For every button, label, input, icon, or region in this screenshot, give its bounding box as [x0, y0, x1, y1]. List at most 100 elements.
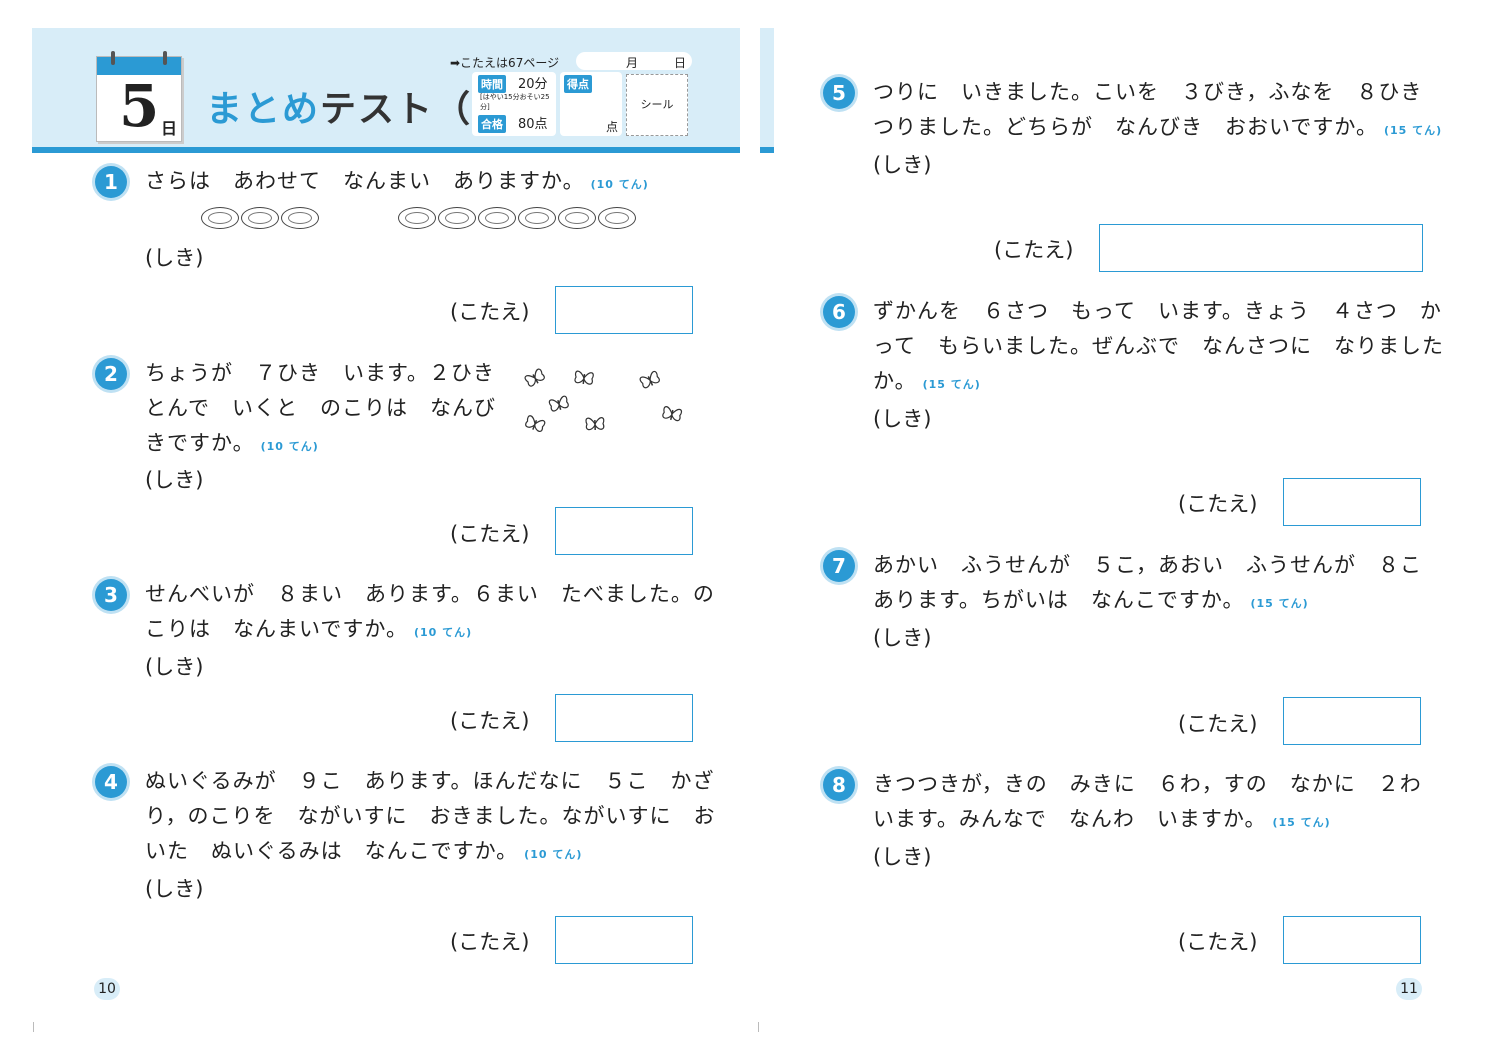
- answer-box[interactable]: [555, 916, 693, 964]
- butterfly-icon: [571, 365, 598, 392]
- butterfly-icon: [658, 400, 686, 428]
- kotae-label: (こたえ): [450, 300, 530, 324]
- answer-box[interactable]: [1283, 697, 1421, 745]
- plate-icon: [558, 207, 596, 229]
- kotae-label: (こたえ): [450, 522, 530, 546]
- butterfly-icon: [634, 364, 666, 396]
- title-colored: まとめ: [206, 89, 321, 130]
- calendar-ring: [111, 51, 115, 65]
- day-number: 5: [119, 72, 160, 140]
- kotae-label: (こたえ): [450, 930, 530, 954]
- pass-value: 80点: [518, 117, 548, 132]
- answer-box[interactable]: [1283, 478, 1421, 526]
- date-day: 日: [674, 56, 687, 70]
- answer-box[interactable]: [1099, 224, 1423, 272]
- date-box: 月 日: [576, 52, 692, 70]
- plate-icon: [398, 207, 436, 229]
- answer-box[interactable]: [555, 694, 693, 742]
- question-points: (15 てん): [1272, 816, 1331, 829]
- plate-icon: [201, 207, 239, 229]
- time-note: [はやい15分おそい25分]: [480, 93, 550, 111]
- shiki-label: (しき): [873, 845, 932, 869]
- question-number: 3: [95, 579, 127, 611]
- question-body: あかい ふうせんが ５こ，あおい ふうせんが ８こ あります。ちがいは なんこで…: [873, 553, 1422, 612]
- question-points: (10 てん): [590, 178, 649, 191]
- right-page: 5 つりに いきました。こいを ３びき，ふなを ８ひき つりました。どちらが な…: [760, 0, 1500, 1061]
- page-number-left: 10: [94, 978, 120, 1000]
- question-body: せんべいが ８まい あります。６まい たべました。の こりは なんまいですか。: [145, 582, 715, 641]
- answer-box[interactable]: [555, 286, 693, 334]
- shiki-label: (しき): [145, 246, 204, 270]
- score-box: 得点 点: [560, 72, 622, 136]
- kotae-label: (こたえ): [1178, 492, 1258, 516]
- question-text: せんべいが ８まい あります。６まい たべました。の こりは なんまいですか。(…: [145, 577, 715, 650]
- header-rule: [32, 147, 740, 153]
- score-badge: 得点: [564, 75, 592, 93]
- question-number: 8: [823, 769, 855, 801]
- question-number: 5: [823, 77, 855, 109]
- question-points: (15 てん): [1383, 124, 1443, 137]
- answer-box[interactable]: [1283, 916, 1421, 964]
- time-pass-info: 時間 20分 [はやい15分おそい25分] 合格 80点: [472, 72, 556, 136]
- question-text: ぬいぐるみが ９こ あります。ほんだなに ５こ かざ り，のこりを ながいすに …: [145, 764, 716, 872]
- shiki-label: (しき): [873, 407, 932, 431]
- date-month: 月: [626, 56, 639, 70]
- question-number: 1: [95, 166, 127, 198]
- day-unit: 日: [161, 119, 178, 138]
- calendar-top: [97, 57, 181, 75]
- question-body: ぬいぐるみが ９こ あります。ほんだなに ５こ かざ り，のこりを ながいすに …: [145, 769, 716, 863]
- question-text: ちょうが ７ひき います。２ひき とんで いくと のこりは なんび きですか。(…: [145, 356, 496, 464]
- plate-icon: [478, 207, 516, 229]
- page-number-right: 11: [1396, 978, 1422, 1000]
- question-points: (10 てん): [524, 848, 583, 861]
- answer-reference: ➡こたえは67ページ: [450, 56, 560, 70]
- score-unit: 点: [606, 120, 619, 134]
- question-number: 2: [95, 358, 127, 390]
- kotae-label: (こたえ): [994, 238, 1074, 262]
- shiki-label: (しき): [873, 153, 932, 177]
- question-text: ずかんを ６さつ もって います。きょう ４さつ か って もらいました。ぜんぶ…: [873, 294, 1444, 402]
- shiki-label: (しき): [145, 655, 204, 679]
- question-points: (10 てん): [413, 626, 473, 639]
- header-band-strip: [760, 28, 774, 150]
- answer-box[interactable]: [555, 507, 693, 555]
- crop-mark: [758, 1022, 759, 1032]
- butterfly-icon: [519, 362, 552, 395]
- kotae-label: (こたえ): [1178, 930, 1258, 954]
- question-points: (15 てん): [922, 378, 981, 391]
- butterfly-icon: [519, 408, 550, 439]
- question-text: つりに いきました。こいを ３びき，ふなを ８ひき つりました。どちらが なんび…: [873, 75, 1442, 148]
- plate-icon: [281, 207, 319, 229]
- question-points: (15 てん): [1250, 597, 1309, 610]
- left-page: 5 日 まとめテスト（1） ➡こたえは67ページ 月 日 時間 20分 [はやい…: [32, 28, 759, 1032]
- question-number: 6: [823, 296, 855, 328]
- question-body: ずかんを ６さつ もって います。きょう ４さつ か って もらいました。ぜんぶ…: [873, 299, 1444, 393]
- calendar-ring: [163, 51, 167, 65]
- question-body: ちょうが ７ひき います。２ひき とんで いくと のこりは なんび きですか。: [145, 361, 496, 455]
- day-calendar: 5 日: [96, 51, 182, 142]
- question-number: 4: [95, 766, 127, 798]
- seal-box: シール: [626, 74, 688, 136]
- question-text: さらは あわせて なんまい ありますか。 (10 てん): [145, 164, 649, 202]
- question-body: さらは あわせて なんまい ありますか。: [145, 169, 585, 193]
- time-badge: 時間: [478, 75, 506, 93]
- question-points: (10 てん): [260, 440, 319, 453]
- plate-icon: [241, 207, 279, 229]
- shiki-label: (しき): [145, 468, 204, 492]
- pass-badge: 合格: [478, 115, 506, 133]
- butterfly-icon: [583, 412, 608, 437]
- shiki-label: (しき): [873, 626, 932, 650]
- kotae-label: (こたえ): [450, 709, 530, 733]
- question-body: つりに いきました。こいを ３びき，ふなを ８ひき つりました。どちらが なんび…: [873, 80, 1423, 139]
- crop-mark: [33, 1022, 34, 1032]
- butterfly-icon: [544, 389, 574, 419]
- shiki-label: (しき): [145, 877, 204, 901]
- question-body: きつつきが，きの みきに ６わ，すの なかに ２わ います。みんなで なんわ い…: [873, 772, 1422, 831]
- header-rule: [760, 147, 774, 153]
- question-text: あかい ふうせんが ５こ，あおい ふうせんが ８こ あります。ちがいは なんこで…: [873, 548, 1422, 621]
- plate-icon: [438, 207, 476, 229]
- kotae-label: (こたえ): [1178, 712, 1258, 736]
- question-text: きつつきが，きの みきに ６わ，すの なかに ２わ います。みんなで なんわ い…: [873, 767, 1422, 840]
- plate-icon: [598, 207, 636, 229]
- plate-icon: [518, 207, 556, 229]
